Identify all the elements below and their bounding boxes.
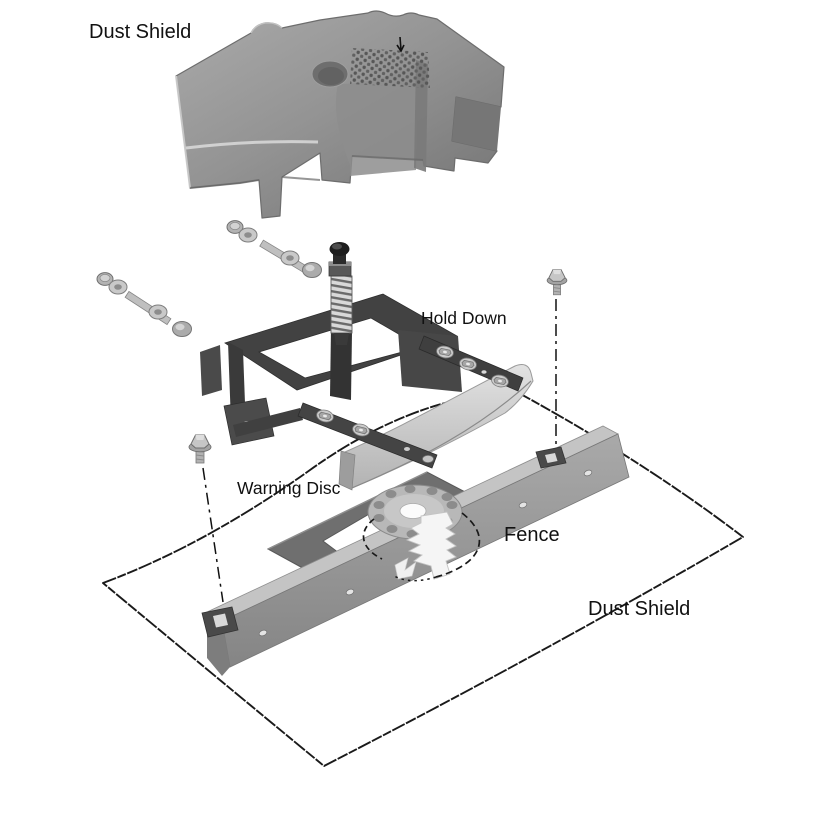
label-hold-down: Hold Down — [421, 308, 507, 328]
rotation-arc — [362, 512, 481, 582]
hold-down-frame — [200, 293, 524, 469]
flange-bolt-left — [188, 434, 212, 464]
spring-screw — [328, 242, 353, 345]
carriage-bolt-upper — [226, 220, 322, 278]
vent-arrow-icon — [396, 36, 405, 53]
alignment-line-left — [202, 467, 224, 603]
blade-comb — [394, 511, 457, 580]
label-fence: Fence — [504, 524, 560, 546]
keyhole-cutout — [311, 60, 349, 88]
dust-shield-cover — [175, 10, 505, 219]
carriage-bolt-left — [96, 272, 192, 337]
diagram-labels: Dust Shield Hold Down Warning Disc Fence… — [89, 21, 690, 620]
label-dust-shield-bottom: Dust Shield — [588, 598, 690, 620]
label-dust-shield-top: Dust Shield — [89, 21, 191, 43]
label-warning-disc: Warning Disc — [237, 478, 341, 498]
fence-bracket-right — [535, 446, 567, 469]
flange-bolt-right — [546, 269, 568, 296]
fence-bracket-left — [201, 606, 239, 638]
table-outline — [102, 391, 744, 767]
vent-holes — [350, 48, 430, 88]
